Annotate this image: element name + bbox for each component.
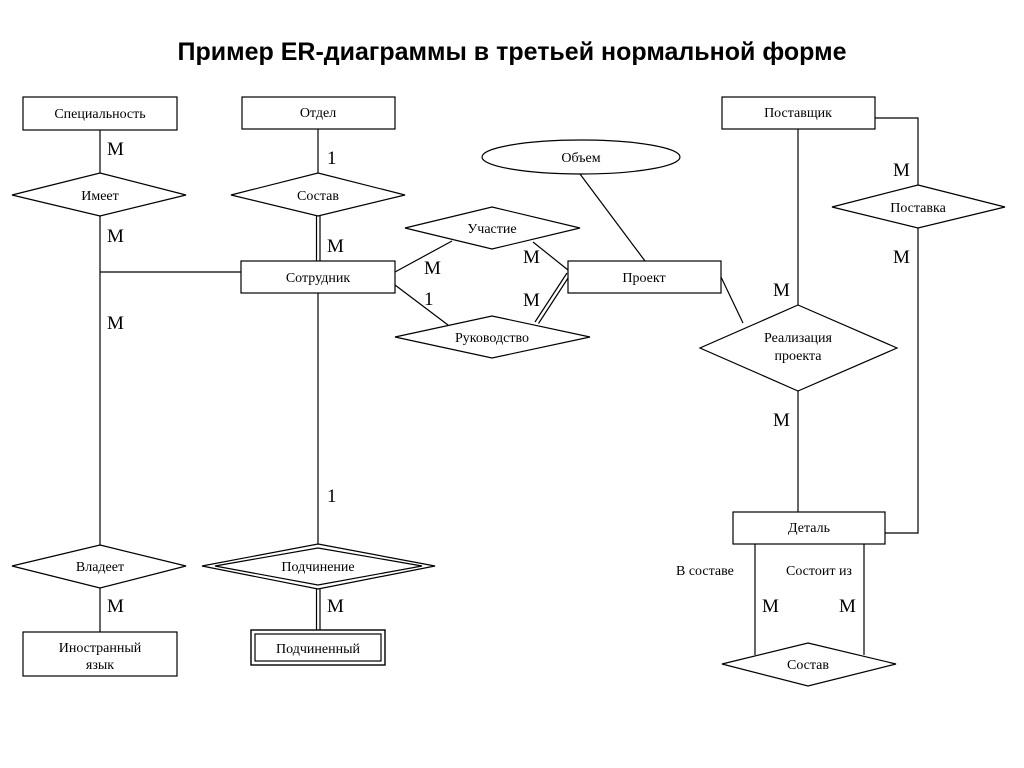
entity-inostranny-yazyk[interactable]: Иностранный язык [22,631,178,677]
relationship-label-line2: проекта [775,349,823,364]
relationship-label: Руководство [455,331,529,346]
entity-label: Проект [622,271,665,286]
entity-postavshchik[interactable]: Поставщик [721,96,876,130]
cardinality-label: M [773,410,790,431]
cardinality-label: 1 [424,289,434,310]
line-obem-proekt [579,173,646,262]
relationship-imeet[interactable]: Имеет [11,172,187,217]
cardinality-label: M [762,596,779,617]
cardinality-label: M [893,247,910,268]
cardinalities: M M M 1 M M 1 M M M M M M 1 M M M M [107,139,910,617]
cardinality-label: M [893,160,910,181]
weak-entity-podchinenny[interactable]: Подчиненный [250,629,386,666]
relationship-label: Подчинение [281,560,354,575]
entity-label: Деталь [788,521,830,536]
line-uchastie-proekt [532,241,569,271]
cardinality-label: M [523,247,540,268]
entity-label-line1: Иностранный [59,641,142,656]
cardinality-label: M [327,596,344,617]
line-rukovodstvo-proekt-b [537,274,571,324]
relationship-label: Владеет [76,560,124,575]
cardinality-label: 1 [327,486,337,507]
relationship-sostav-bottom[interactable]: Состав [721,642,897,687]
identifying-relationship-podchinenie[interactable]: Подчинение [201,543,436,590]
entity-label: Подчиненный [276,642,360,657]
line-postavka-detal [885,228,919,534]
role-label-sostoit-iz: Состоит из [786,564,852,579]
entity-proekt[interactable]: Проект [567,260,722,294]
page-title: Пример ER-диаграммы в третьей нормальной… [177,38,847,66]
cardinality-label: M [107,596,124,617]
cardinality-label: M [107,313,124,334]
relationship-label: Поставка [890,201,946,216]
relationship-realizatsiya-proekta[interactable]: Реализация проекта [698,304,899,392]
entity-label: Специальность [54,107,145,122]
entity-label: Поставщик [764,106,832,121]
relationship-sostav-top[interactable]: Состав [230,172,406,217]
entity-detal[interactable]: Деталь [732,511,886,545]
attribute-obem[interactable]: Объем [481,139,681,175]
relationship-uchastie[interactable]: Участие [404,206,581,250]
cardinality-label: M [839,596,856,617]
line-sotrudnik-uchastie [394,240,453,273]
entity-label: Сотрудник [286,271,350,286]
line-postavshchik-postavka [875,117,919,185]
line-sotrudnik-rukovodstvo [394,284,449,326]
cardinality-label: M [424,258,441,279]
relationship-label: Состав [297,189,339,204]
connectors [99,117,919,655]
cardinality-label: M [327,236,344,257]
cardinality-label: M [523,290,540,311]
entity-sotrudnik[interactable]: Сотрудник [240,260,396,294]
relationship-label-line1: Реализация [764,331,833,346]
relationship-label: Участие [467,222,516,237]
entity-specialnost[interactable]: Специальность [22,96,178,131]
relationship-postavka[interactable]: Поставка [831,184,1006,229]
cardinality-label: M [107,226,124,247]
relationship-label: Состав [787,658,829,673]
cardinality-label: M [107,139,124,160]
entity-label: Отдел [300,106,336,121]
line-proekt-realizatsiya [720,276,744,324]
cardinality-label: M [773,280,790,301]
relationship-label: Имеет [81,189,119,204]
line-rukovodstvo-proekt-a [534,272,568,323]
relationship-vladeet[interactable]: Владеет [11,544,187,589]
relationship-rukovodstvo[interactable]: Руководство [394,315,591,359]
role-label-v-sostave: В составе [676,564,734,579]
entity-label-line2: язык [86,658,114,673]
cardinality-label: 1 [327,148,337,169]
entity-otdel[interactable]: Отдел [241,96,396,130]
attribute-label: Объем [561,151,600,166]
